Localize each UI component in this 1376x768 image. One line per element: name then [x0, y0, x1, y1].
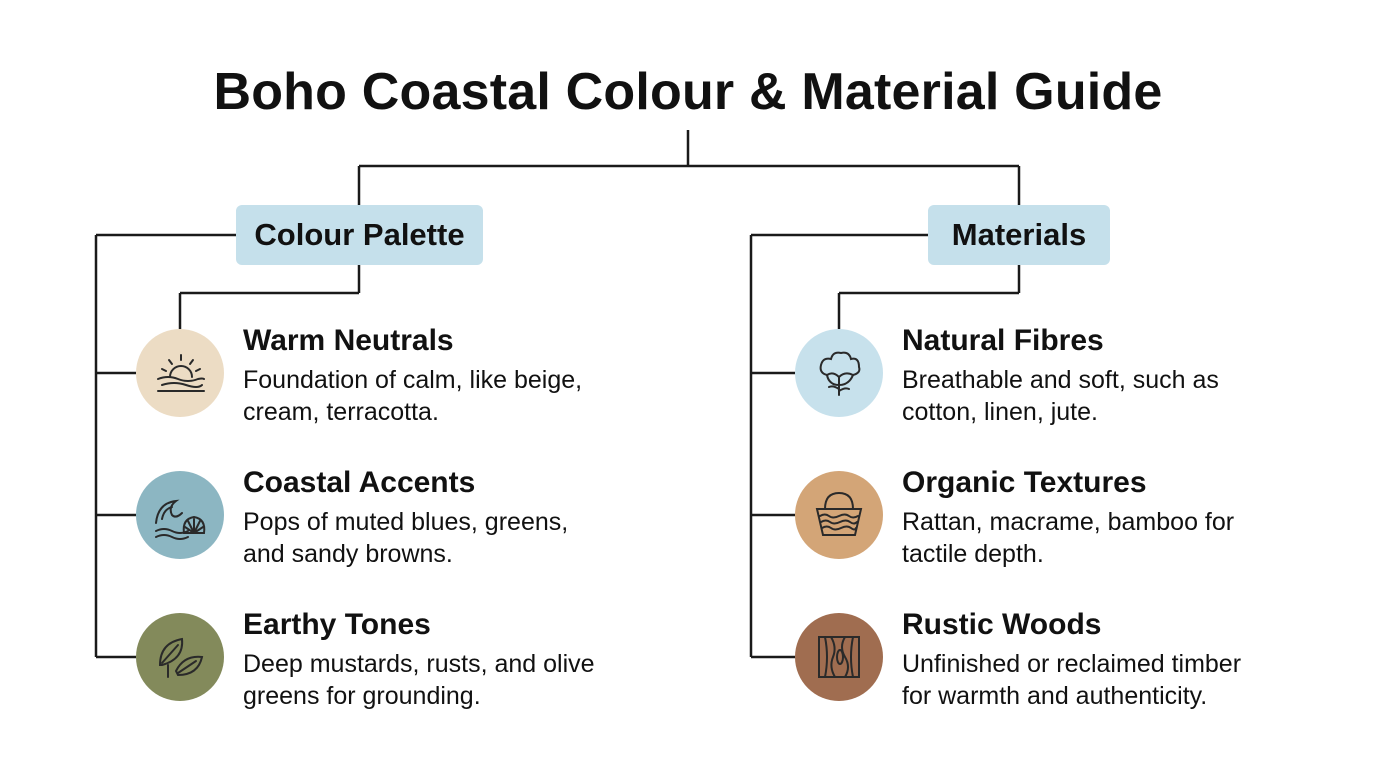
coastal-accents-desc: Pops of muted blues, greens, and sandy b…	[243, 506, 663, 570]
leaves-icon	[158, 637, 204, 678]
rustic-woods-desc-line2: for warmth and authenticity.	[902, 682, 1208, 710]
rustic-woods-circle	[795, 613, 883, 701]
organic-textures-circle	[795, 471, 883, 559]
natural-fibres-desc-line2: cotton, linen, jute.	[902, 398, 1098, 426]
organic-textures-desc-line1: Rattan, macrame, bamboo for	[902, 508, 1235, 536]
earthy-tones-desc-line1: Deep mustards, rusts, and olive	[243, 650, 595, 678]
page-title: Boho Coastal Colour & Material Guide	[213, 63, 1163, 121]
organic-textures-desc-line2: tactile depth.	[902, 540, 1044, 568]
basket-icon	[815, 491, 863, 536]
warm-neutrals-desc-line2: cream, terracotta.	[243, 398, 439, 426]
organic-textures-title: Organic Textures	[902, 466, 1147, 499]
coastal-accents-desc-line2: and sandy browns.	[243, 540, 453, 568]
natural-fibres-title: Natural Fibres	[902, 324, 1104, 357]
section-colour-palette: Colour Palette	[236, 205, 483, 265]
warm-neutrals-title: Warm Neutrals	[243, 324, 454, 357]
organic-textures-desc: Rattan, macrame, bamboo for tactile dept…	[902, 506, 1322, 570]
wood-grain-icon	[818, 636, 860, 678]
natural-fibres-desc: Breathable and soft, such as cotton, lin…	[902, 364, 1322, 428]
coastal-accents-circle	[136, 471, 224, 559]
natural-fibres-desc-line1: Breathable and soft, such as	[902, 366, 1219, 394]
earthy-tones-desc-line2: greens for grounding.	[243, 682, 481, 710]
rustic-woods-desc-line1: Unfinished or reclaimed timber	[902, 650, 1242, 678]
section-materials: Materials	[928, 205, 1110, 265]
warm-neutrals-desc: Foundation of calm, like beige, cream, t…	[243, 364, 663, 428]
cotton-icon	[819, 351, 861, 396]
earthy-tones-desc: Deep mustards, rusts, and olive greens f…	[243, 648, 663, 712]
earthy-tones-circle	[136, 613, 224, 701]
earthy-tones-title: Earthy Tones	[243, 608, 431, 641]
warm-neutrals-circle	[136, 329, 224, 417]
coastal-accents-title: Coastal Accents	[243, 466, 476, 499]
sunset-icon	[157, 354, 205, 392]
rustic-woods-desc: Unfinished or reclaimed timber for warmt…	[902, 648, 1322, 712]
natural-fibres-circle	[795, 329, 883, 417]
coastal-accents-desc-line1: Pops of muted blues, greens,	[243, 508, 569, 536]
rustic-woods-title: Rustic Woods	[902, 608, 1102, 641]
wave-shell-icon	[155, 499, 206, 540]
warm-neutrals-desc-line1: Foundation of calm, like beige,	[243, 366, 583, 394]
